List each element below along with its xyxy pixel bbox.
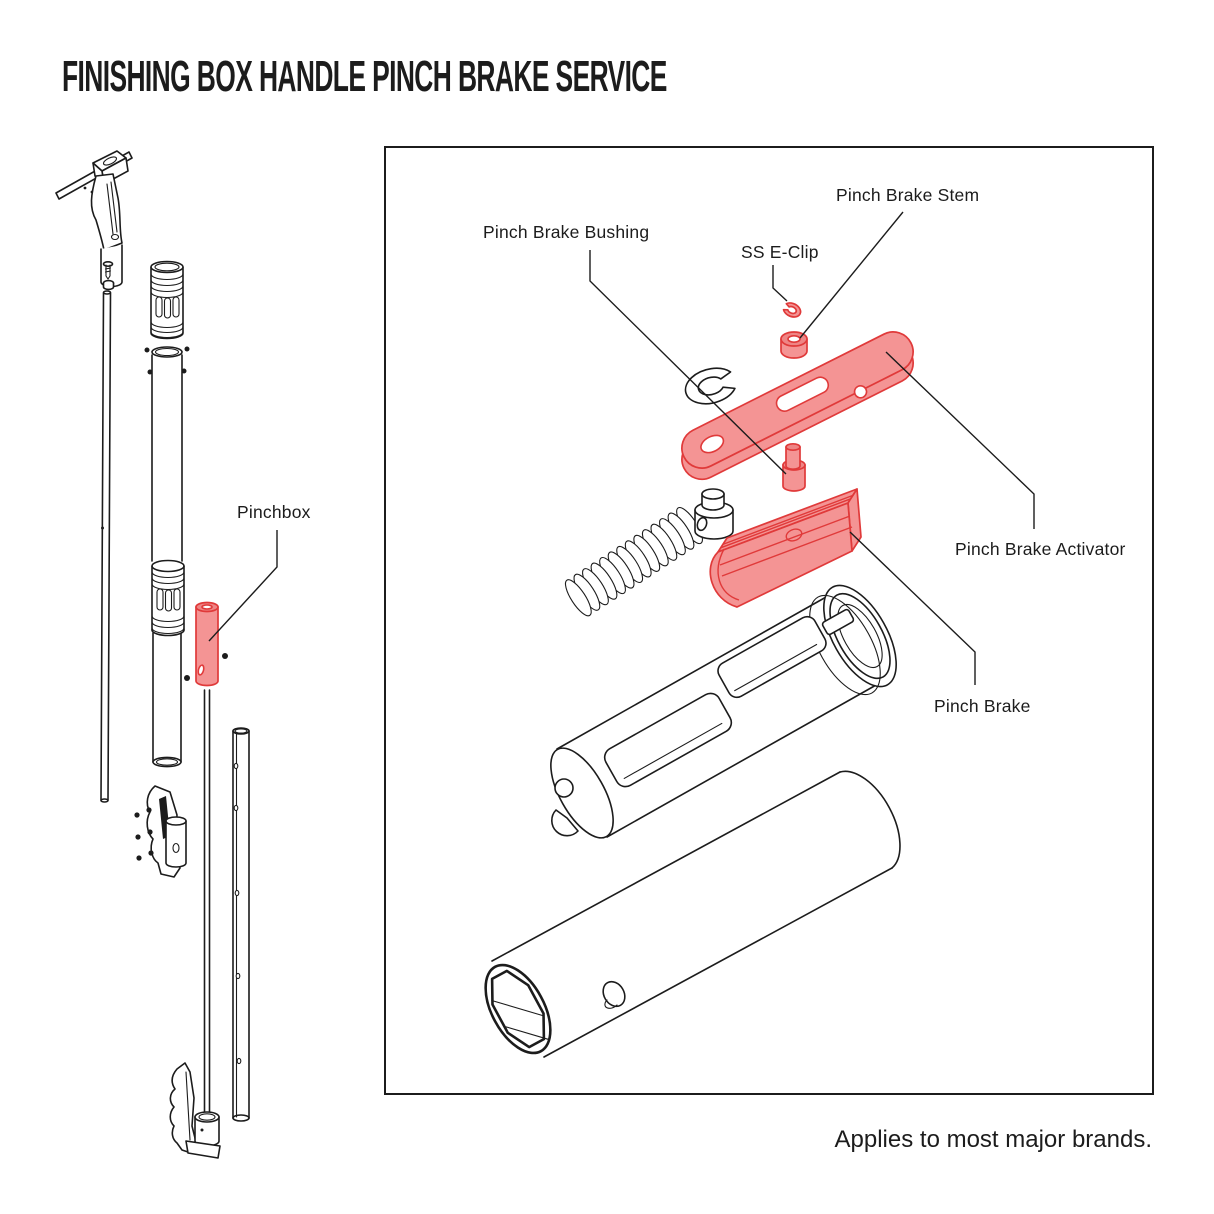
label-pinch-brake: Pinch Brake [934, 696, 1031, 716]
pinch-brake-activator [681, 331, 914, 481]
pole-tube-lower [152, 632, 182, 768]
leader-brake [849, 531, 976, 685]
knurled-grip-lower [151, 559, 185, 637]
extension-tube [232, 727, 250, 1122]
brake-lever [169, 1062, 221, 1159]
return-spring [564, 506, 703, 617]
pole-nut [102, 279, 115, 291]
pinchbox-rod [203, 689, 211, 1113]
leader-stem [799, 211, 904, 339]
leader-lines [208, 211, 1035, 685]
leader-ss-e-clip [772, 265, 788, 302]
pinchbox [184, 601, 228, 687]
clamp-bracket [134, 785, 187, 878]
leader-activator [885, 351, 1035, 529]
label-ss-e-clip: SS E-Clip [741, 242, 819, 262]
knurled-grip-upper [150, 260, 184, 340]
push-rod [100, 290, 112, 803]
pinch-brake [709, 488, 862, 608]
detail-panel-border [384, 146, 1154, 1095]
label-pinchbox: Pinchbox [237, 502, 311, 522]
leader-pinchbox [208, 530, 278, 642]
page-title: FINISHING BOX HANDLE PINCH BRAKE SERVICE [62, 52, 667, 101]
pinchbox-screw [184, 675, 190, 681]
handle-grip [484, 770, 901, 1058]
label-pinch-brake-activator: Pinch Brake Activator [955, 539, 1126, 559]
pinchbox-screw [222, 653, 228, 659]
leader-bushing [589, 250, 787, 475]
pinch-brake-bushing-pin [782, 442, 806, 492]
label-pinch-brake-stem: Pinch Brake Stem [836, 185, 980, 205]
footnote: Applies to most major brands. [834, 1126, 1152, 1153]
pole-tube [144, 346, 190, 562]
pinch-brake-stem [780, 331, 808, 359]
finishing-box-head [55, 150, 133, 288]
label-pinch-brake-bushing: Pinch Brake Bushing [483, 222, 650, 242]
bushing-cylinder [694, 488, 734, 540]
handle-body [550, 584, 897, 839]
pole-screw [102, 260, 114, 280]
ss-e-clip [782, 301, 803, 320]
e-clip [684, 367, 736, 405]
